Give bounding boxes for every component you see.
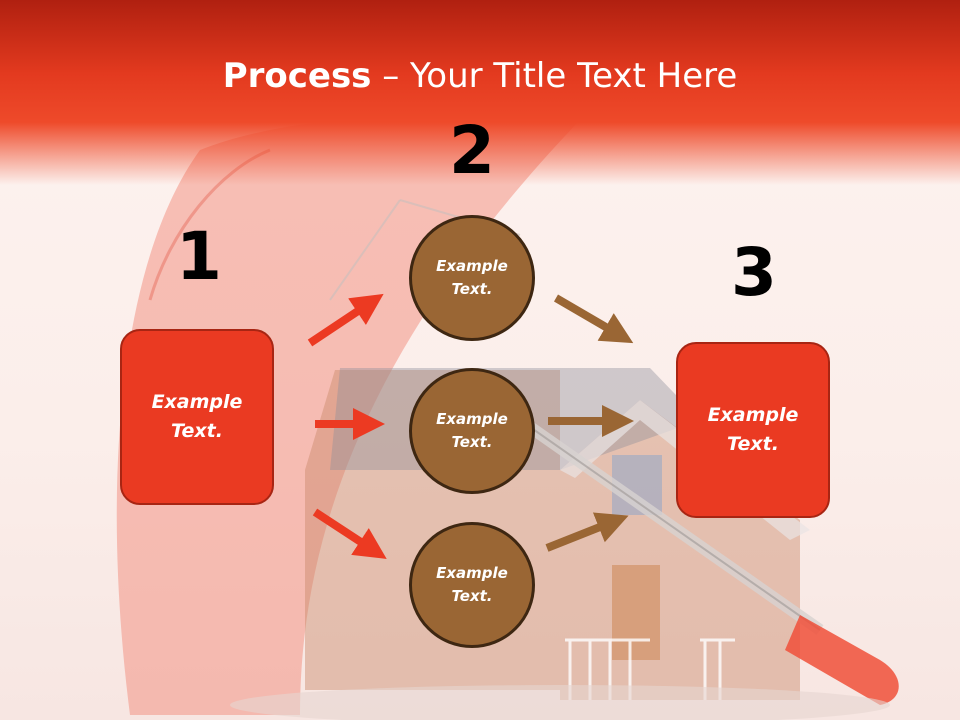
slide-title: Process – Your Title Text Here bbox=[0, 54, 960, 98]
step-number-3: 3 bbox=[731, 234, 777, 311]
step-circle-middle: Example Text. bbox=[409, 368, 535, 494]
step-circle-top-text: Example Text. bbox=[436, 257, 508, 298]
step-box-right-text: Example Text. bbox=[707, 404, 799, 455]
title-rest: – Your Title Text Here bbox=[371, 56, 738, 96]
step-box-left-text: Example Text. bbox=[151, 391, 243, 442]
step-circle-bottom-text: Example Text. bbox=[436, 564, 508, 605]
title-bold: Process bbox=[222, 56, 372, 96]
step-circle-bottom: Example Text. bbox=[409, 522, 535, 648]
step-box-left: Example Text. bbox=[120, 329, 274, 505]
step-number-1: 1 bbox=[176, 218, 222, 295]
step-number-2: 2 bbox=[449, 112, 495, 189]
header-bar bbox=[0, 0, 960, 185]
step-circle-top: Example Text. bbox=[409, 215, 535, 341]
step-circle-middle-text: Example Text. bbox=[436, 410, 508, 451]
step-box-right: Example Text. bbox=[676, 342, 830, 518]
